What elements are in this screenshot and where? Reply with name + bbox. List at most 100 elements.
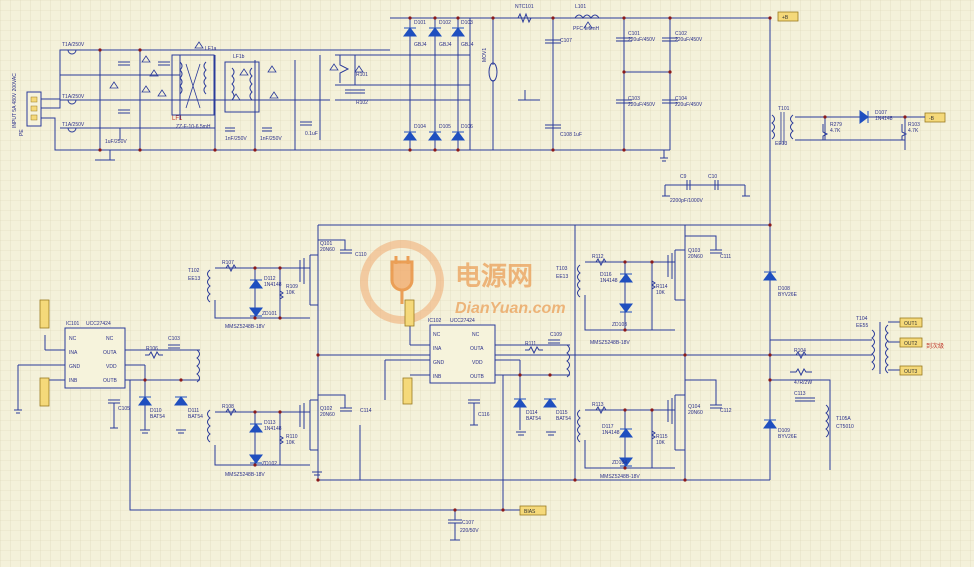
svg-text:NTC101: NTC101 xyxy=(515,4,534,10)
port-top-plus: +B xyxy=(777,11,799,22)
watermark: 电源网 DianYuan.com xyxy=(360,240,566,324)
svg-text:2200pF/1000V: 2200pF/1000V xyxy=(670,198,703,204)
svg-text:ZZ-F-10-6.5mH: ZZ-F-10-6.5mH xyxy=(176,124,211,130)
svg-text:OUTB: OUTB xyxy=(103,378,118,384)
output-annotation: 到次级 xyxy=(926,342,944,350)
svg-text:D110: D110 xyxy=(150,408,162,414)
port-mid-upper xyxy=(404,299,415,327)
ic102-body xyxy=(429,324,496,384)
svg-text:220/50V: 220/50V xyxy=(460,528,479,534)
svg-text:T103: T103 xyxy=(556,266,568,272)
port-left-lower xyxy=(39,377,50,407)
svg-text:BAT54: BAT54 xyxy=(526,416,541,422)
svg-text:R102: R102 xyxy=(356,100,368,106)
svg-text:INB: INB xyxy=(69,378,78,384)
svg-text:D116: D116 xyxy=(600,272,612,278)
svg-text:D109: D109 xyxy=(778,428,790,434)
svg-text:INB: INB xyxy=(433,374,442,380)
svg-text:D114: D114 xyxy=(526,410,538,416)
svg-text:Q102: Q102 xyxy=(320,406,332,412)
svg-text:20N60: 20N60 xyxy=(688,410,703,416)
svg-text:R115: R115 xyxy=(656,434,668,440)
svg-text:MMSZ5248B-18V: MMSZ5248B-18V xyxy=(225,324,265,330)
watermark-logo-text: 电源网 xyxy=(455,262,533,292)
svg-text:10K: 10K xyxy=(286,440,296,446)
svg-text:1nF/250V: 1nF/250V xyxy=(260,136,282,142)
svg-text:D107: D107 xyxy=(875,110,887,116)
watermark-logo-ring xyxy=(360,240,444,324)
junction-dots xyxy=(98,16,907,512)
svg-text:OUTA: OUTA xyxy=(470,346,484,352)
svg-text:CT5010: CT5010 xyxy=(836,424,854,430)
svg-text:R112: R112 xyxy=(592,254,604,260)
port-mid-lower xyxy=(402,377,413,405)
input-connector: INPUT 5A 480V 200VAC PE xyxy=(12,73,42,136)
svg-text:C9: C9 xyxy=(680,174,687,180)
svg-text:1uF/250V: 1uF/250V xyxy=(105,139,127,145)
svg-text:BAT54: BAT54 xyxy=(150,414,165,420)
svg-text:C10: C10 xyxy=(708,174,717,180)
svg-text:C107: C107 xyxy=(462,520,474,526)
cap-pair: C9 C10 2200pF/1000V xyxy=(662,174,750,204)
svg-text:OUTA: OUTA xyxy=(103,350,117,356)
svg-text:LF1a: LF1a xyxy=(205,46,217,52)
svg-text:ZD102: ZD102 xyxy=(262,461,277,467)
svg-text:C116: C116 xyxy=(478,412,490,418)
svg-text:R109: R109 xyxy=(286,284,298,290)
svg-text:1N4148: 1N4148 xyxy=(600,278,618,284)
svg-text:LF1: LF1 xyxy=(172,116,183,122)
svg-text:NC: NC xyxy=(69,336,77,342)
dc-bus: NTC101 L101 PFC 1.5mH C107 C108 1uF C101… xyxy=(470,4,770,162)
svg-text:20N60: 20N60 xyxy=(320,412,335,418)
svg-text:T105A: T105A xyxy=(836,416,851,422)
svg-text:D101: D101 xyxy=(414,20,426,26)
svg-text:MMSZ5248B-18V: MMSZ5248B-18V xyxy=(600,474,640,480)
ic101-body xyxy=(64,327,126,389)
svg-text:R104: R104 xyxy=(794,348,806,354)
svg-text:GND: GND xyxy=(69,364,81,370)
svg-text:NC: NC xyxy=(472,332,480,338)
svg-text:Q104: Q104 xyxy=(688,404,700,410)
svg-text:R103: R103 xyxy=(908,122,920,128)
svg-text:OUT2: OUT2 xyxy=(904,341,918,347)
svg-text:R101: R101 xyxy=(356,72,368,78)
port-top-minus: -B xyxy=(924,112,946,123)
svg-text:EE13: EE13 xyxy=(188,276,200,282)
port-left-upper xyxy=(39,299,50,329)
svg-text:T101: T101 xyxy=(778,106,790,112)
svg-text:R111: R111 xyxy=(525,341,536,347)
svg-text:NC: NC xyxy=(106,336,114,342)
port-out3: OUT3 xyxy=(899,365,923,376)
svg-text:D113: D113 xyxy=(264,420,276,426)
svg-text:BYV26E: BYV26E xyxy=(778,434,798,440)
svg-text:MMSZ5248B-18V: MMSZ5248B-18V xyxy=(590,340,630,346)
ic101-part: UCC27424 xyxy=(86,321,111,327)
port-out2: OUT2 xyxy=(899,337,923,348)
ic102-part: UCC27424 xyxy=(450,318,475,324)
svg-text:NC: NC xyxy=(433,332,441,338)
svg-text:MOV1: MOV1 xyxy=(482,48,488,62)
svg-text:R108: R108 xyxy=(222,404,234,410)
svg-text:T1A/250V: T1A/250V xyxy=(62,122,85,128)
svg-text:PFC 1.5mH: PFC 1.5mH xyxy=(573,26,600,32)
svg-text:GBJ4: GBJ4 xyxy=(439,42,452,48)
svg-text:Q103: Q103 xyxy=(688,248,700,254)
svg-text:D105: D105 xyxy=(439,124,451,130)
bias-line: C107 220/50V xyxy=(360,509,520,541)
svg-text:20N60: 20N60 xyxy=(320,247,335,253)
svg-text:C103: C103 xyxy=(628,96,640,102)
svg-text:C105: C105 xyxy=(118,406,130,412)
svg-text:220uF/450V: 220uF/450V xyxy=(675,102,703,108)
svg-text:C108 1uF: C108 1uF xyxy=(560,132,582,138)
connector-pin-label: PE xyxy=(19,129,25,136)
svg-text:D111: D111 xyxy=(188,408,199,414)
svg-text:R114: R114 xyxy=(656,284,668,290)
svg-text:OUTB: OUTB xyxy=(470,374,485,380)
svg-text:220uF/450V: 220uF/450V xyxy=(628,37,656,43)
svg-text:ZD104: ZD104 xyxy=(612,460,627,466)
port-out1: OUT1 xyxy=(899,317,923,328)
svg-text:T102: T102 xyxy=(188,268,200,274)
